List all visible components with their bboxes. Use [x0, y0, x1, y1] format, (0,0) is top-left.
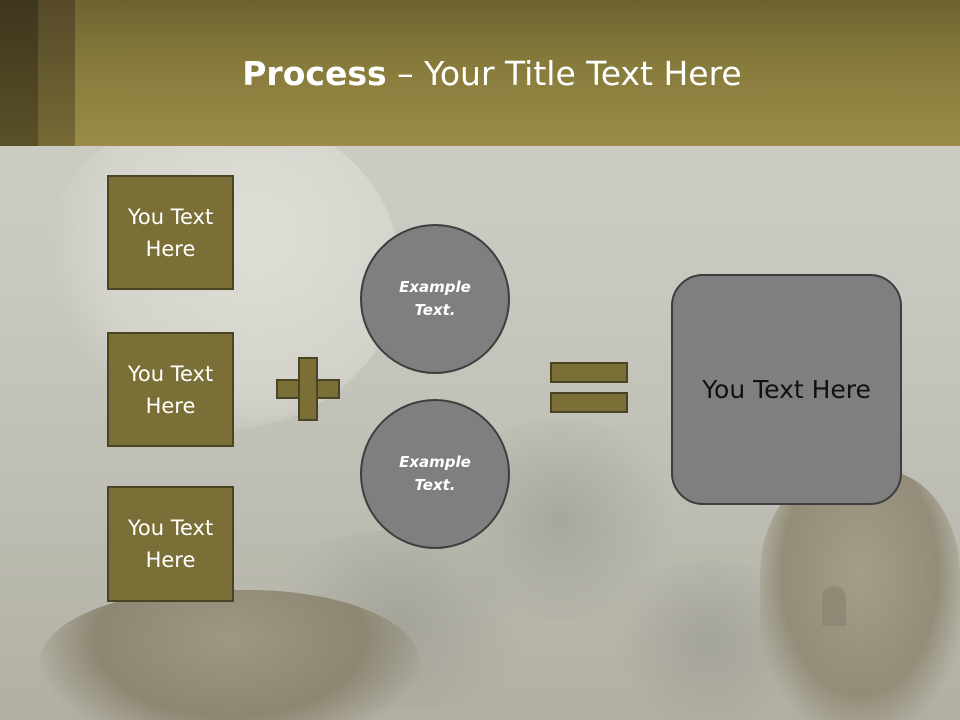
result-box[interactable]: You Text Here: [671, 274, 902, 505]
input-box-line: Here: [145, 393, 196, 418]
title-bar-accent-mid: [38, 0, 75, 146]
input-box-2[interactable]: You Text Here: [107, 332, 234, 447]
example-circle-text: Example Text.: [390, 451, 480, 497]
example-circle-line: Text.: [414, 476, 456, 494]
slide-title-rest: – Your Title Text Here: [386, 54, 742, 93]
input-box-line: You Text: [127, 361, 214, 386]
equals-icon-top[interactable]: [550, 362, 628, 383]
example-circle-1[interactable]: Example Text.: [360, 224, 510, 374]
equals-icon-bottom[interactable]: [550, 392, 628, 413]
plus-icon[interactable]: [276, 357, 340, 421]
input-box-1[interactable]: You Text Here: [107, 175, 234, 290]
example-circle-line: Example: [399, 278, 471, 296]
input-box-line: Here: [145, 236, 196, 261]
background-rock-right: [760, 470, 960, 720]
title-bar: Process – Your Title Text Here: [0, 0, 960, 146]
title-bar-accent-dark: [0, 0, 38, 146]
background-door: [822, 586, 846, 626]
input-box-3[interactable]: You Text Here: [107, 486, 234, 602]
example-circle-text: Example Text.: [390, 276, 480, 322]
input-box-text: You Text Here: [128, 358, 213, 422]
slide-title[interactable]: Process – Your Title Text Here: [0, 52, 960, 96]
slide-title-bold: Process: [242, 54, 387, 93]
input-box-line: You Text: [127, 516, 214, 540]
input-box-line: Here: [145, 548, 196, 572]
example-circle-line: Example: [399, 453, 471, 471]
background-rock-left: [40, 590, 420, 720]
result-box-text: You Text Here: [702, 374, 871, 404]
example-circle-line: Text.: [414, 301, 456, 319]
input-box-text: You Text Here: [128, 512, 213, 576]
input-box-line: You Text: [127, 204, 214, 229]
plus-icon-center: [300, 381, 316, 397]
input-box-text: You Text Here: [128, 201, 213, 265]
example-circle-2[interactable]: Example Text.: [360, 399, 510, 549]
